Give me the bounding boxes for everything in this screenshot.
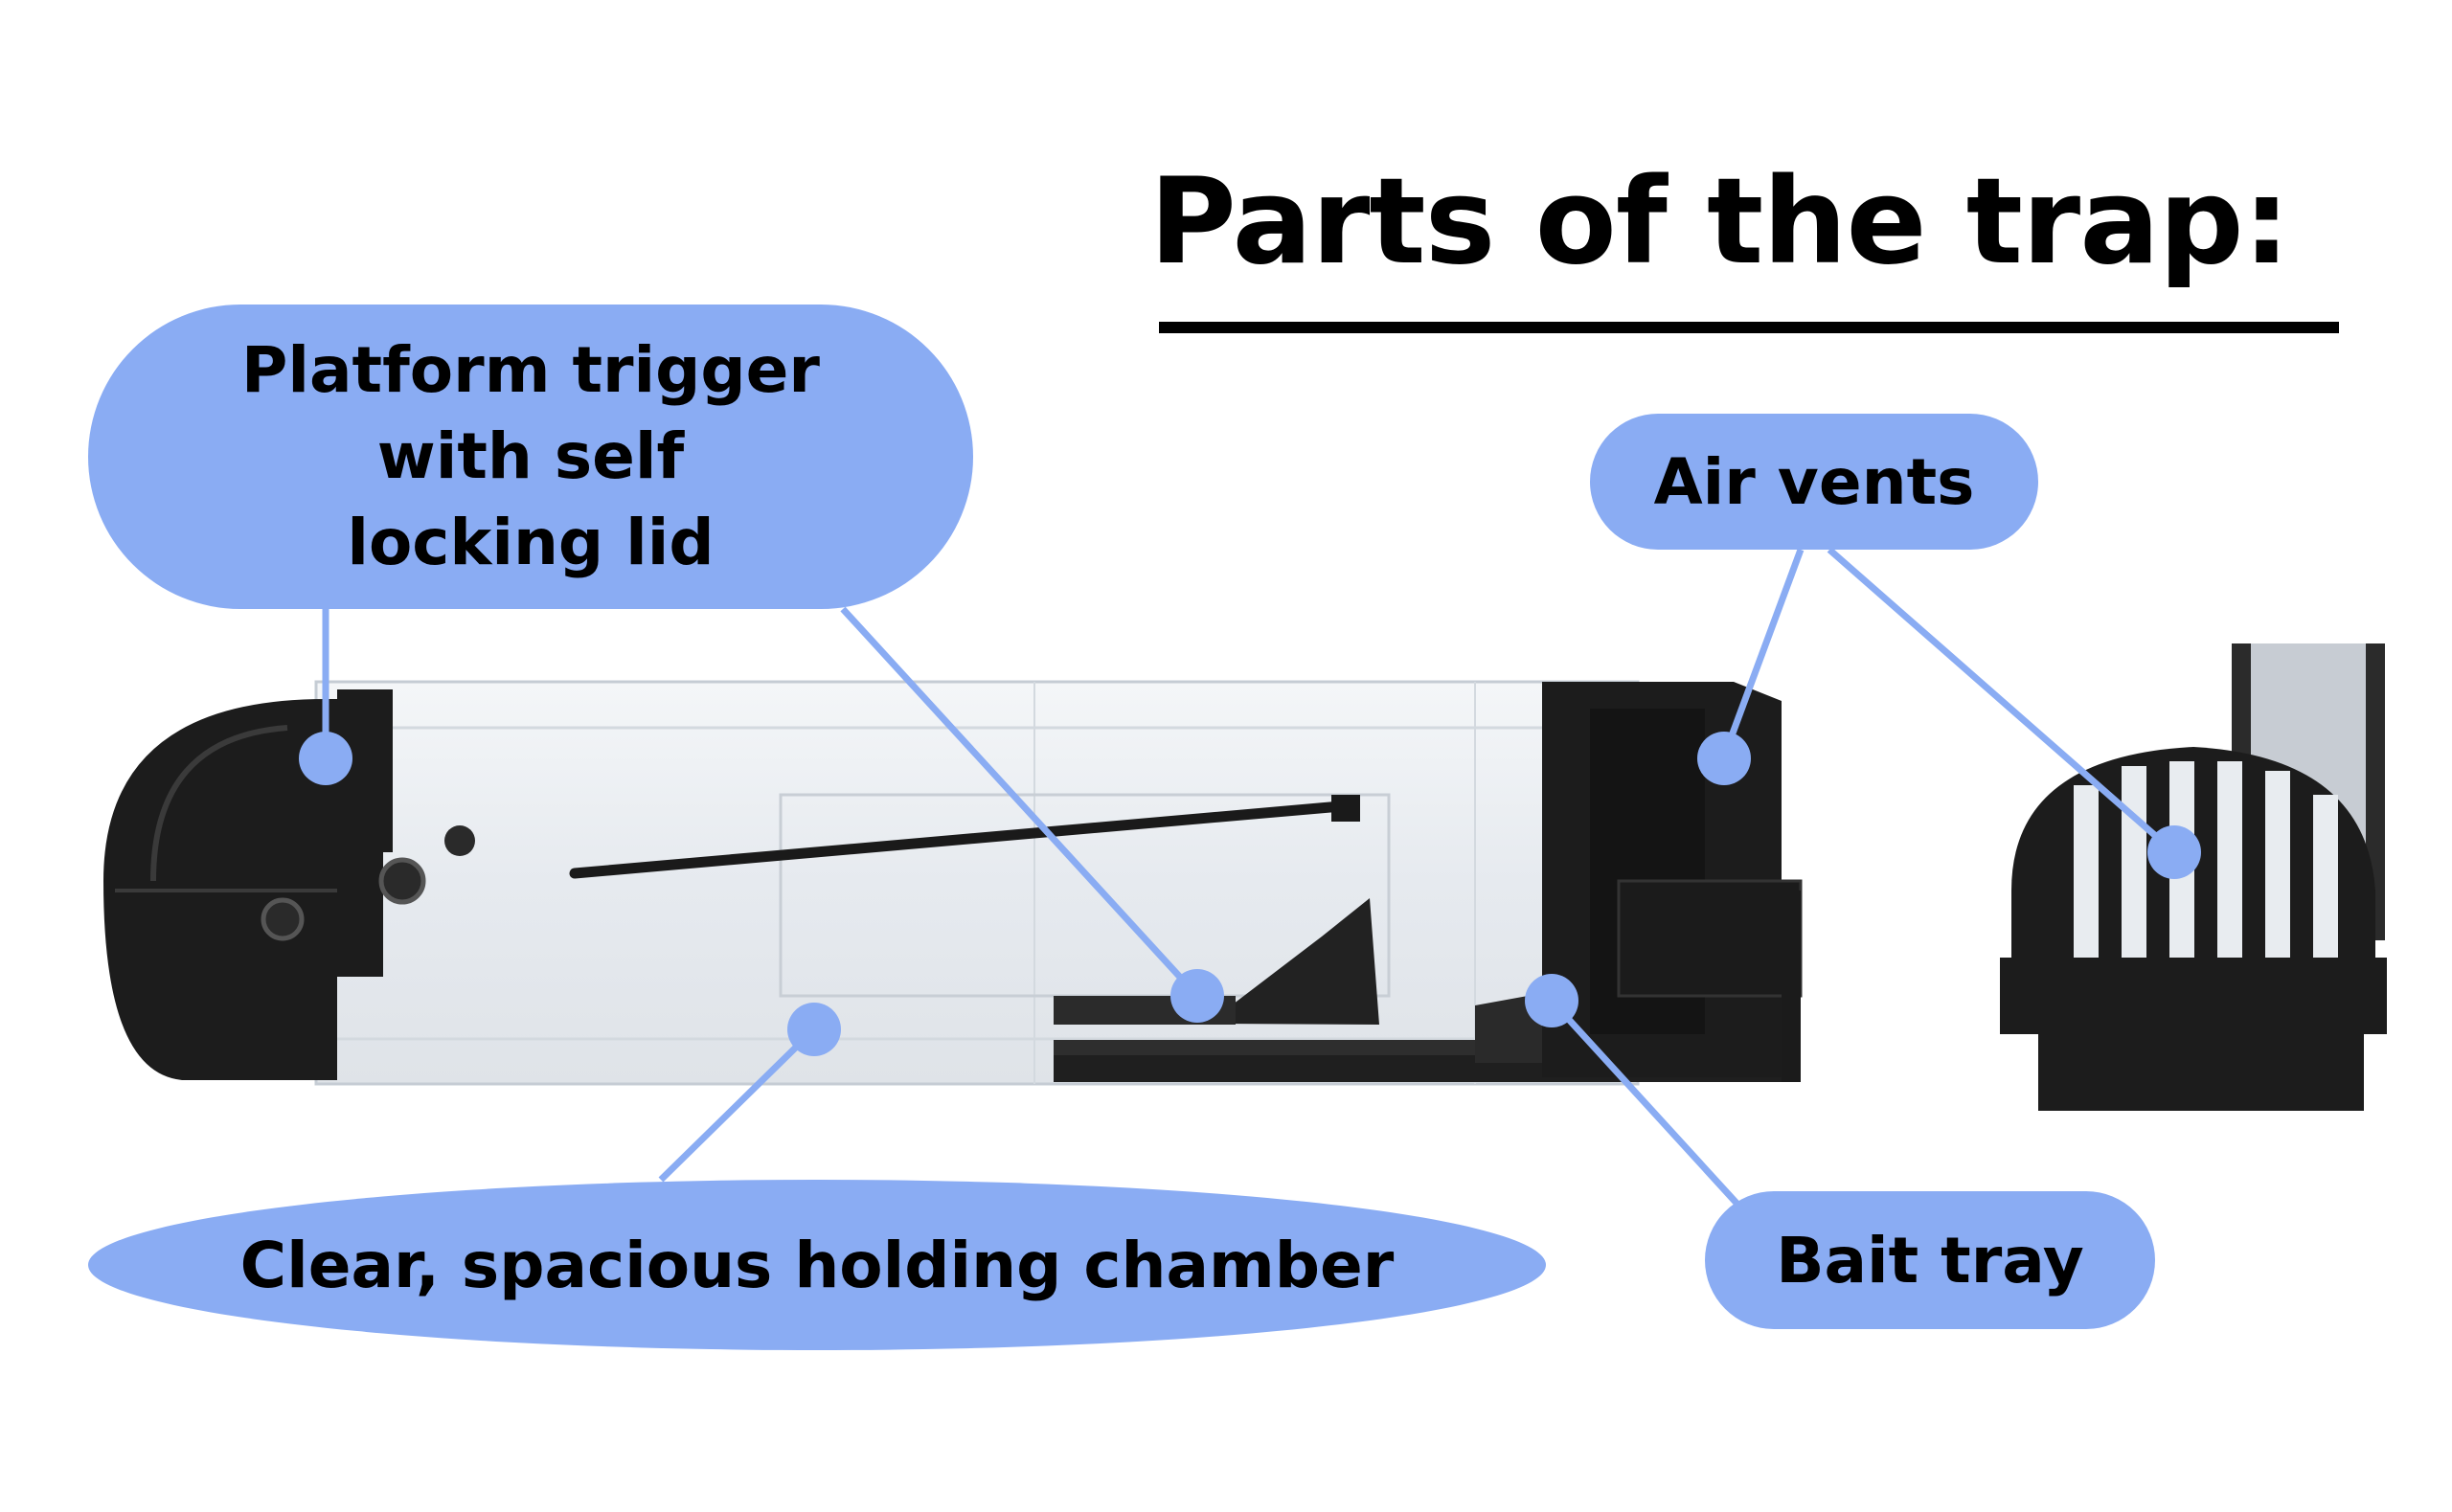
trap-end-view [2000, 643, 2387, 1111]
callout-platform-line-2: with self [376, 419, 685, 493]
clear-tube [314, 680, 1640, 1086]
trigger-rod [569, 801, 1347, 879]
callout-platform-line-1: Platform trigger [241, 333, 820, 407]
connector-bait [1549, 998, 1746, 1213]
title-underline [1159, 322, 2339, 333]
callout-chamber-label: Clear, spacious holding chamber [239, 1228, 1395, 1302]
dot-air-vent-end [2147, 825, 2201, 879]
callout-bait-tray: Bait tray [1705, 1191, 2155, 1329]
callout-connectors [322, 547, 2177, 1213]
connector-air-2 [1827, 547, 2177, 855]
dot-air-vent-side [1697, 732, 1751, 785]
callout-holding-chamber: Clear, spacious holding chamber [88, 1180, 1546, 1350]
callout-platform-line-3: locking lid [347, 506, 715, 579]
callout-air-vents: Air vents [1590, 414, 2038, 550]
dot-platform-lid [1170, 969, 1224, 1023]
platform-trigger [1054, 898, 1379, 1025]
latch [1617, 879, 1803, 998]
callout-bait-tray-label: Bait tray [1776, 1223, 2084, 1298]
dot-platform-trigger [299, 732, 352, 785]
callout-air-vents-label: Air vents [1653, 444, 1975, 519]
page-title: Parts of the trap: [1149, 153, 2290, 291]
connector-chamber [658, 1027, 817, 1183]
callout-platform-trigger: Platform trigger with self locking lid [88, 305, 973, 609]
end-base [2000, 958, 2387, 1034]
callout-dots [299, 732, 2201, 1056]
dot-bait-tray [1525, 974, 1578, 1027]
connector-air-1 [1720, 548, 1805, 758]
dot-chamber [787, 1003, 841, 1056]
connector-platform-2 [840, 606, 1200, 999]
trap-side-view [103, 680, 1803, 1086]
